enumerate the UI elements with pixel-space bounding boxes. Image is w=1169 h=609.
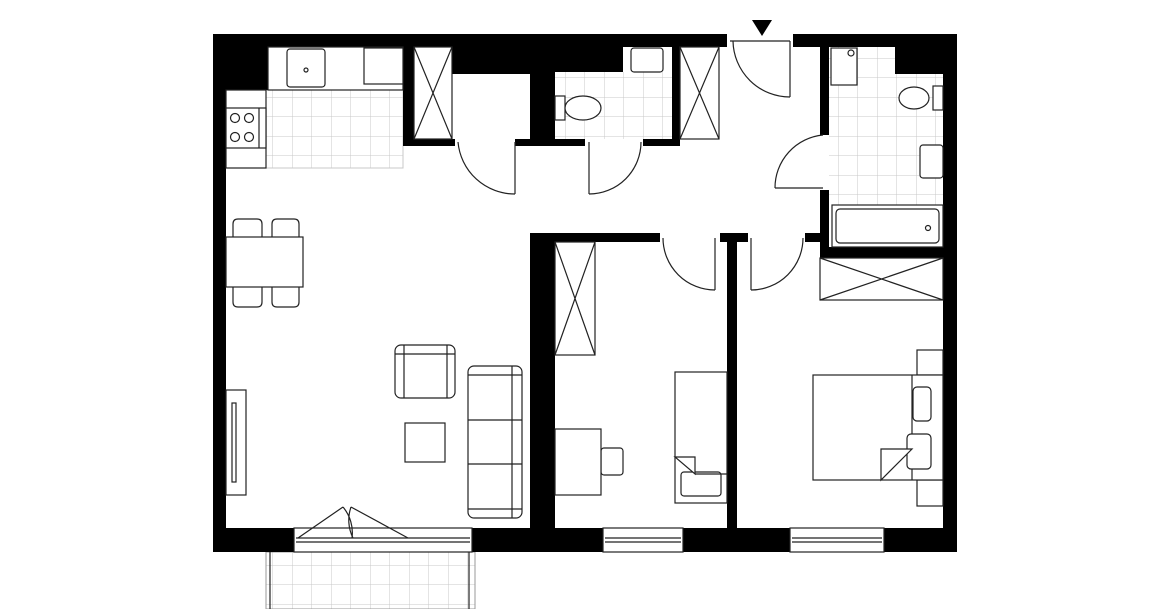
bathroom-door[interactable] xyxy=(774,134,824,189)
window-bedroom-2 xyxy=(602,527,684,553)
coffee-table xyxy=(404,422,446,463)
bedroom-2-door[interactable] xyxy=(662,237,716,291)
tiled-floors xyxy=(265,47,943,609)
bathtub-icon xyxy=(831,204,944,248)
dining-table xyxy=(225,218,304,308)
bathroom-sink-icon xyxy=(919,144,944,179)
desk-icon xyxy=(554,428,624,496)
armchair-icon xyxy=(394,344,456,399)
wc-sink-icon xyxy=(630,47,664,73)
balcony-door-window[interactable] xyxy=(293,506,473,553)
kitchen-tiles xyxy=(265,89,404,169)
bed-icon xyxy=(673,371,728,504)
sofa-icon xyxy=(467,365,523,519)
window-bedroom-3 xyxy=(789,527,885,553)
toilet-icon xyxy=(554,95,602,121)
washing-machine-icon xyxy=(830,47,858,86)
kitchen-counter xyxy=(267,46,404,91)
closet-door[interactable] xyxy=(457,141,516,195)
wc-door[interactable] xyxy=(588,141,642,195)
wardrobe-icon xyxy=(413,46,944,356)
entrance-arrow-icon xyxy=(752,20,772,36)
tv-unit-icon xyxy=(225,389,247,496)
bathroom-toilet-icon xyxy=(898,85,944,111)
fridge-icon xyxy=(363,47,404,85)
double-bed-icon xyxy=(812,349,944,507)
balcony-tiles xyxy=(265,551,476,609)
walls xyxy=(213,34,957,552)
bedroom-3-door[interactable] xyxy=(750,237,804,291)
stove-icon xyxy=(225,89,267,169)
entrance-door[interactable] xyxy=(730,40,791,98)
